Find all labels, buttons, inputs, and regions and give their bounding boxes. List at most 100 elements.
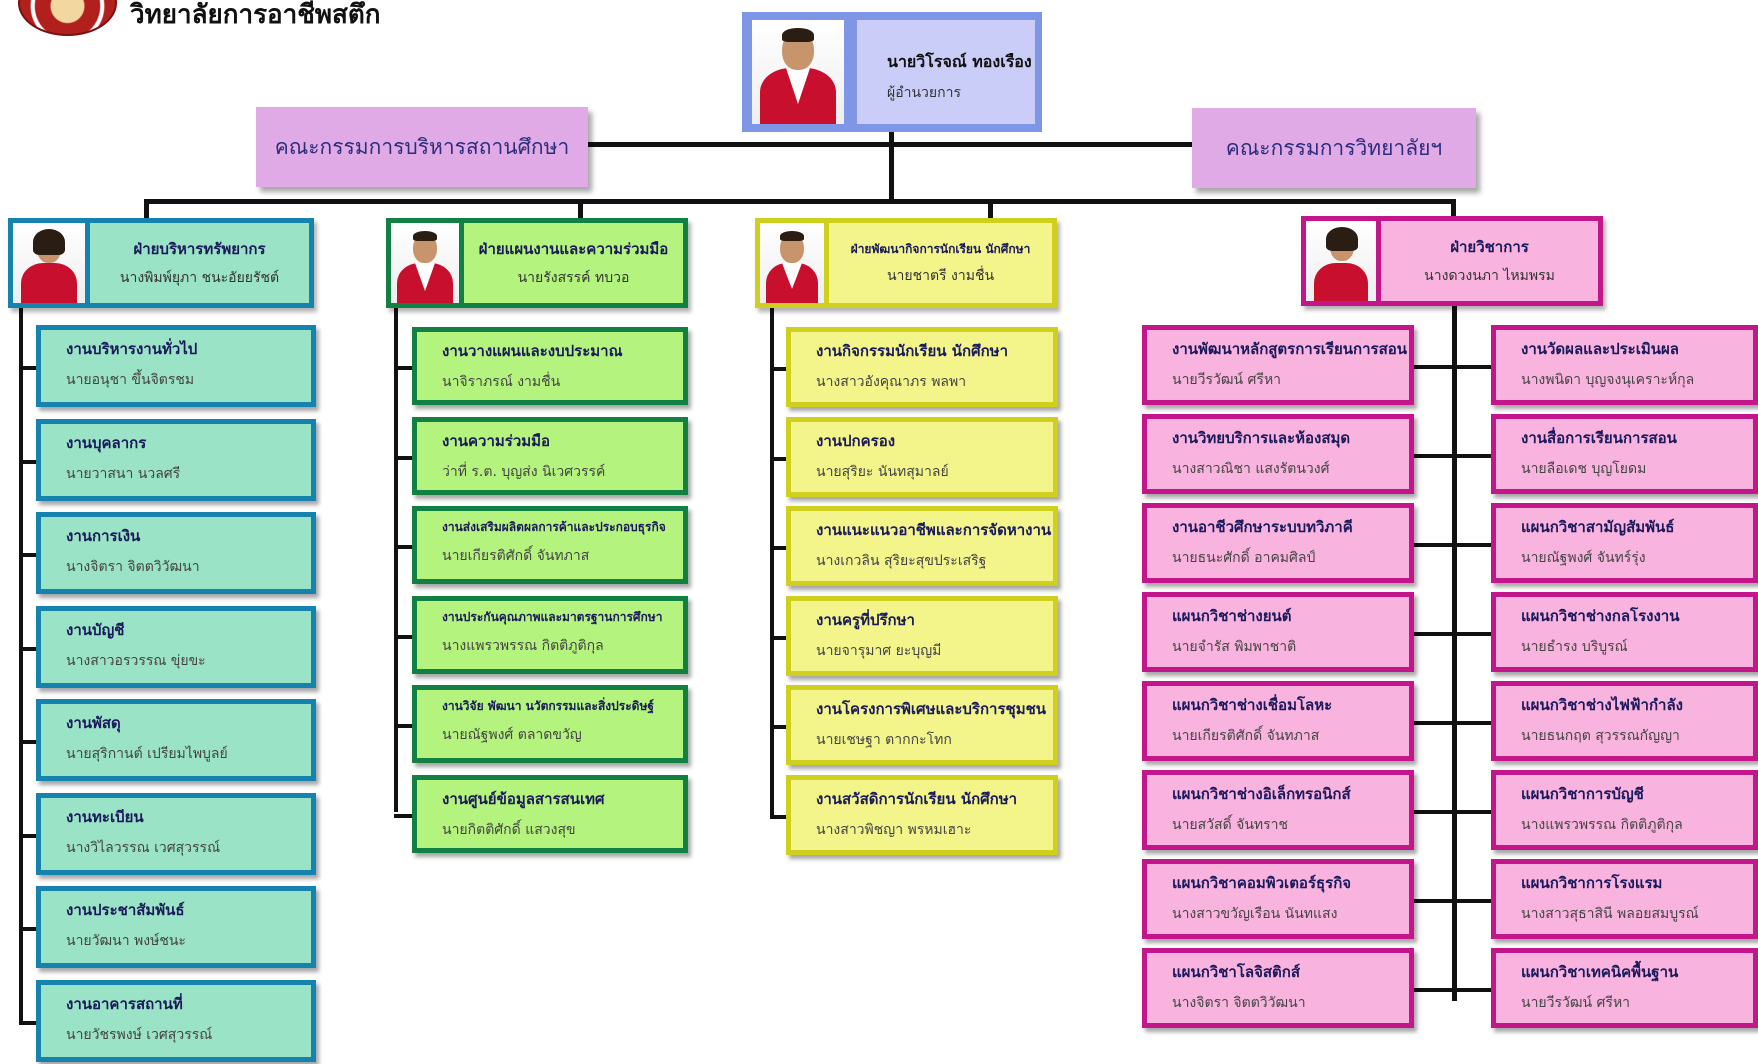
unit-title: งานวิจัย พัฒนา นวัตกรรมและสิ่งประดิษฐ์ bbox=[442, 699, 654, 713]
unit-person: นายกิตติศักดิ์ แสวงสุข bbox=[442, 821, 576, 838]
unit-box[interactable]: งานทะเบียนนางวิไลวรรณ เวศสุวรรณ์ bbox=[36, 792, 316, 875]
person-photo bbox=[760, 223, 824, 303]
connector-line bbox=[1454, 721, 1491, 725]
unit-person: นายจารุมาศ ยะบุญมี bbox=[816, 642, 942, 659]
unit-person: ว่าที่ ร.ต. บุญส่ง นิเวศวรรค์ bbox=[442, 463, 606, 480]
unit-box[interactable]: งานกิจกรรมนักเรียน นักศึกษานางสาวอังคุณา… bbox=[786, 327, 1058, 407]
connector-line bbox=[770, 304, 774, 818]
unit-title: งานบุคลากร bbox=[66, 433, 147, 452]
unit-box[interactable]: แผนกวิชาช่างกลโรงงานนายธำรง บริบูรณ์ bbox=[1491, 592, 1758, 672]
person-photo bbox=[13, 223, 85, 303]
unit-person: นายวัชรพงษ์ เวศสุวรรณ์ bbox=[66, 1026, 213, 1043]
unit-box[interactable]: แผนกวิชาคอมพิวเตอร์ธุรกิจนางสาวขวัญเรือน… bbox=[1142, 859, 1414, 939]
unit-title: แผนกวิชาช่างเชื่อมโลหะ bbox=[1172, 696, 1333, 714]
dept-resources[interactable]: ฝ่ายบริหารทรัพยากร นางพิมพ์ยุภา ชนะอัยยร… bbox=[8, 218, 314, 308]
connector-line bbox=[1414, 721, 1454, 725]
dept-title: ฝ่ายบริหารทรัพยากร bbox=[133, 240, 266, 258]
connector-line bbox=[394, 366, 412, 370]
unit-title: งานส่งเสริมผลิตผลการค้าและประกอบธุรกิจ bbox=[442, 520, 666, 534]
connector-line bbox=[144, 199, 1456, 204]
unit-box[interactable]: งานพัสดุนายสุริกานต์ เปรียมไพบูลย์ bbox=[36, 699, 316, 781]
connector-line bbox=[1451, 199, 1456, 219]
unit-box[interactable]: งานสื่อการเรียนการสอนนายลือเดช บุญโยดม bbox=[1491, 414, 1758, 494]
unit-box[interactable]: งานวิทยบริการและห้องสมุดนางสาวณิชา แสงรั… bbox=[1142, 414, 1414, 494]
unit-person: นายสวัสดิ์ จันทราช bbox=[1172, 817, 1289, 833]
unit-person: นายธนกฤต สุวรรณกัญญา bbox=[1521, 728, 1680, 744]
unit-person: นายวาสนา นวลศรี bbox=[66, 465, 181, 482]
unit-title: งานอาชีวศึกษาระบบทวิภาคี bbox=[1172, 518, 1353, 536]
unit-box[interactable]: แผนกวิชาการบัญชีนางแพรวพรรณ กิตติภูติกุล bbox=[1491, 770, 1758, 850]
unit-box[interactable]: แผนกวิชาช่างยนต์นายจำรัส พิมพาชาติ bbox=[1142, 592, 1414, 672]
unit-box[interactable]: งานพัฒนาหลักสูตรการเรียนการสอนนายวีรวัฒน… bbox=[1142, 325, 1414, 405]
unit-title: แผนกวิชาการบัญชี bbox=[1521, 785, 1644, 803]
unit-person: นางวิไลวรรณ เวศสุวรรณ์ bbox=[66, 839, 221, 856]
connector-line bbox=[19, 1020, 36, 1025]
connector-line bbox=[770, 367, 786, 371]
connector-line bbox=[1414, 543, 1454, 547]
unit-box[interactable]: งานวางแผนและงบประมาณนาจิราภรณ์ งามชื่น bbox=[412, 327, 688, 405]
unit-box[interactable]: งานศูนย์ข้อมูลสารสนเทศนายกิตติศักดิ์ แสว… bbox=[412, 774, 688, 853]
unit-box[interactable]: แผนกวิชาช่างไฟฟ้ากำลังนายธนกฤต สุวรรณกัญ… bbox=[1491, 681, 1758, 761]
unit-box[interactable]: แผนกวิชาช่างอิเล็กทรอนิกส์นายสวัสดิ์ จัน… bbox=[1142, 770, 1414, 850]
unit-box[interactable]: งานวัดผลและประเมินผลนางพนิดา บุญจงนุเครา… bbox=[1491, 325, 1758, 405]
unit-person: นายลือเดช บุญโยดม bbox=[1521, 461, 1647, 477]
unit-title: งานทะเบียน bbox=[66, 807, 144, 826]
unit-title: แผนกวิชาโลจิสติกส์ bbox=[1172, 963, 1300, 981]
unit-box[interactable]: งานส่งเสริมผลิตผลการค้าและประกอบธุรกิจนา… bbox=[412, 506, 688, 584]
connector-line bbox=[19, 459, 36, 464]
unit-box[interactable]: งานประกันคุณภาพและมาตรฐานการศึกษานางแพรว… bbox=[412, 595, 688, 674]
connector-line bbox=[19, 740, 36, 744]
dept-planning[interactable]: ฝ่ายแผนงานและความร่วมมือ นายรังสรรค์ ทบว… bbox=[386, 218, 688, 308]
unit-box[interactable]: งานบัญชีนางสาวอรวรรณ ขุ่ยขะ bbox=[36, 605, 316, 688]
unit-box[interactable]: แผนกวิชาโลจิสติกส์นางจิตรา จิตตวิวัฒนา bbox=[1142, 948, 1414, 1028]
unit-box[interactable]: งานการเงินนางจิตรา จิตตวิวัฒนา bbox=[36, 512, 316, 594]
unit-person: นางสาวสุธาสินี พลอยสมบูรณ์ bbox=[1521, 906, 1699, 922]
unit-person: นายอนุชา ขึ้นจิตรชม bbox=[66, 372, 195, 388]
unit-person: นางจิตรา จิตตวิวัฒนา bbox=[1172, 995, 1306, 1011]
unit-box[interactable]: งานโครงการพิเศษและบริการชุมชนนายเชษฐา ตา… bbox=[786, 685, 1058, 765]
unit-box[interactable]: งานประชาสัมพันธ์นายวัฒนา พงษ์ชนะ bbox=[36, 886, 316, 968]
unit-title: งานวัดผลและประเมินผล bbox=[1521, 340, 1679, 358]
unit-box[interactable]: งานครูที่ปรึกษานายจารุมาศ ยะบุญมี bbox=[786, 595, 1058, 676]
connector-line bbox=[19, 927, 36, 931]
committee-administration[interactable]: คณะกรรมการบริหารสถานศึกษา bbox=[256, 107, 588, 187]
unit-title: งานวางแผนและงบประมาณ bbox=[442, 342, 623, 360]
unit-title: งานปกครอง bbox=[816, 431, 896, 450]
unit-title: แผนกวิชาช่างกลโรงงาน bbox=[1521, 607, 1680, 625]
unit-title: แผนกวิชาช่างไฟฟ้ากำลัง bbox=[1521, 696, 1683, 714]
unit-box[interactable]: งานอาคารสถานที่นายวัชรพงษ์ เวศสุวรรณ์ bbox=[36, 979, 316, 1062]
unit-box[interactable]: แผนกวิชาเทคนิคพื้นฐานนายวีรวัฒน์ ศรีหา bbox=[1491, 948, 1758, 1028]
unit-box[interactable]: แผนกวิชาการโรงแรมนางสาวสุธาสินี พลอยสมบู… bbox=[1491, 859, 1758, 939]
unit-box[interactable]: งานสวัสดิการนักเรียน นักศึกษานางสาวพิชญา… bbox=[786, 774, 1058, 855]
dept-head-name: นางพิมพ์ยุภา ชนะอัยยรัชต์ bbox=[119, 270, 280, 286]
unit-title: งานพัสดุ bbox=[66, 714, 121, 732]
unit-person: นายวีรวัฒน์ ศรีหา bbox=[1521, 995, 1631, 1011]
committee-college[interactable]: คณะกรรมการวิทยาลัยฯ bbox=[1192, 108, 1476, 188]
unit-box[interactable]: งานความร่วมมือว่าที่ ร.ต. บุญส่ง นิเวศวร… bbox=[412, 416, 688, 495]
unit-box[interactable]: งานบุคลากรนายวาสนา นวลศรี bbox=[36, 418, 316, 501]
connector-line bbox=[19, 366, 36, 370]
connector-line bbox=[1454, 632, 1491, 636]
unit-box[interactable]: งานปกครองนายสุริยะ นันทสุมาลย์ bbox=[786, 416, 1058, 497]
director-card[interactable]: นายวิโรจณ์ ทองเรือง ผู้อำนวยการ bbox=[742, 12, 1042, 132]
connector-line bbox=[889, 132, 894, 202]
dept-title: ฝ่ายพัฒนากิจการนักเรียน นักศึกษา bbox=[850, 241, 1031, 256]
unit-box[interactable]: งานบริหารงานทั่วไปนายอนุชา ขึ้นจิตรชม bbox=[36, 325, 316, 407]
connector-line bbox=[19, 833, 36, 838]
unit-title: งานประกันคุณภาพและมาตรฐานการศึกษา bbox=[442, 609, 663, 624]
unit-title: แผนกวิชาสามัญสัมพันธ์ bbox=[1521, 518, 1675, 536]
unit-box[interactable]: แผนกวิชาช่างเชื่อมโลหะนายเกียรติศักดิ์ จ… bbox=[1142, 681, 1414, 761]
unit-person: นางสาวอังคุณาภร พลพา bbox=[816, 374, 967, 390]
unit-box[interactable]: งานวิจัย พัฒนา นวัตกรรมและสิ่งประดิษฐ์นา… bbox=[412, 685, 688, 763]
unit-box[interactable]: งานอาชีวศึกษาระบบทวิภาคีนายธนะศักดิ์ อาค… bbox=[1142, 503, 1414, 583]
unit-title: งานสวัสดิการนักเรียน นักศึกษา bbox=[816, 789, 1018, 808]
unit-box[interactable]: งานแนะแนวอาชีพและการจัดหางานนางเกวลิน สุ… bbox=[786, 506, 1058, 586]
dept-academic[interactable]: ฝ่ายวิชาการ นางดวงนภา ไหมพรม bbox=[1301, 216, 1603, 306]
unit-box[interactable]: แผนกวิชาสามัญสัมพันธ์นายณัฐพงศ์ จันทร์รุ… bbox=[1491, 503, 1758, 583]
dept-student-affairs[interactable]: ฝ่ายพัฒนากิจการนักเรียน นักศึกษา นายชาตร… bbox=[755, 218, 1057, 308]
unit-title: งานอาคารสถานที่ bbox=[66, 994, 183, 1013]
connector-line bbox=[1414, 988, 1454, 992]
dept-head-name: นายรังสรรค์ ทบวอ bbox=[517, 270, 630, 286]
unit-person: นางสาวขวัญเรือน นันทแสง bbox=[1172, 906, 1338, 922]
unit-person: นายเกียรติศักดิ์ จันทภาส bbox=[442, 548, 590, 564]
